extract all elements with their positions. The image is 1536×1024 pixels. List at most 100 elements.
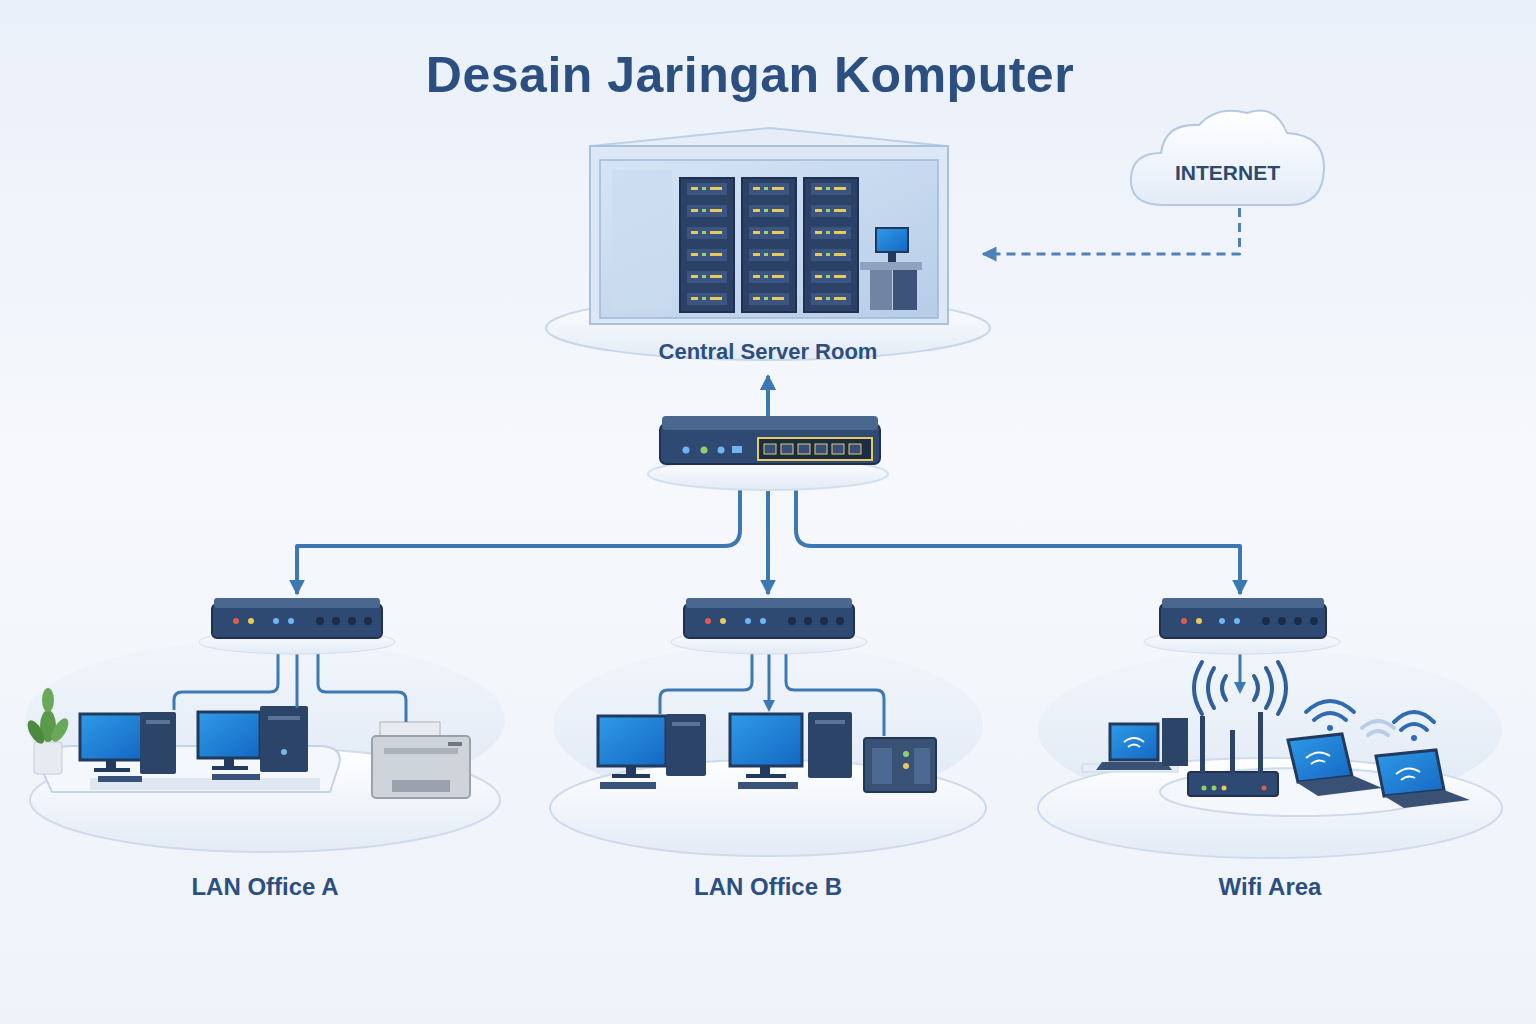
switch-part: [1262, 617, 1270, 625]
switch-part: [1294, 617, 1302, 625]
wifi-signal-part: [1278, 662, 1286, 714]
switch-part: [686, 598, 852, 608]
switch-part: [804, 617, 812, 625]
switch-part: [1219, 618, 1225, 624]
cloud-outline: [1131, 111, 1324, 206]
workstation-part: [666, 714, 706, 776]
cloud-node: INTERNET: [1125, 103, 1330, 208]
wifi-signal-part: [1254, 676, 1258, 700]
node-label: LAN Office A: [20, 873, 510, 901]
core-switch-part: [832, 444, 844, 454]
laptop: [1376, 750, 1470, 808]
office-node: LAN Office B: [548, 594, 988, 904]
wifi-signal-part: [1208, 668, 1214, 708]
server-room-building-part: [742, 178, 796, 312]
printer: [372, 722, 470, 798]
core-switch-part: [718, 447, 725, 454]
core-switch-part: [701, 447, 708, 454]
workstation: [80, 712, 176, 782]
switch: [671, 598, 867, 654]
wifi-area-illustration: [1038, 640, 1502, 858]
server-room-building-part: [804, 178, 858, 312]
laptop-part: [1296, 776, 1382, 796]
wifi-symbol: [1306, 701, 1354, 731]
storage-box-part: [914, 748, 930, 784]
laptop-part: [1110, 724, 1158, 760]
cloud-shape: [1125, 103, 1330, 208]
workstation-part: [815, 720, 845, 724]
printer-part: [372, 736, 470, 798]
laptop-part: [1376, 750, 1444, 796]
laptop-part: [1306, 752, 1330, 764]
wifi-router-part: [1258, 712, 1263, 774]
switch-part: [288, 618, 294, 624]
wifi-router-part: [1262, 786, 1267, 791]
laptop-part: [1162, 718, 1188, 766]
switch-part: [214, 598, 380, 608]
laptop-part: [1124, 738, 1144, 747]
wifi-symbol: [1394, 712, 1434, 741]
switch-part: [1162, 598, 1324, 608]
wifi-router-part: [1230, 730, 1235, 774]
wifi-router-part: [1202, 786, 1207, 791]
switch-part: [684, 604, 854, 638]
workstation-part: [730, 714, 802, 766]
wifi-router-part: [1222, 786, 1227, 791]
core-switch-part: [660, 424, 880, 464]
network-link: [297, 376, 768, 594]
workstation-part: [808, 712, 852, 778]
core-switch-part: [849, 444, 861, 454]
switch-part: [1160, 604, 1326, 638]
server-room-building-part: [742, 178, 796, 312]
workstation: [730, 712, 852, 789]
laptop: [1096, 718, 1188, 770]
switch-part: [248, 618, 254, 624]
wifi-router-part: [1188, 772, 1278, 796]
plant-part: [24, 718, 47, 747]
core-switch-part: [815, 444, 827, 454]
core-switch-part: [662, 416, 878, 430]
wifi-signal-part: [1266, 668, 1272, 708]
switch-part: [720, 618, 726, 624]
workstation: [598, 714, 706, 789]
wifi-signal-part: [1194, 662, 1202, 714]
printer-part: [392, 780, 450, 792]
workstation-part: [600, 782, 656, 789]
switch-part: [820, 617, 828, 625]
workstation-part: [260, 706, 308, 772]
plant-part: [34, 742, 62, 774]
switch-part: [1181, 618, 1187, 624]
server-room-building-part: [680, 178, 734, 312]
storage-box-part: [903, 751, 909, 757]
laptop: [1288, 734, 1382, 796]
laptop-part: [1396, 768, 1420, 780]
office-a-illustration-part: [25, 640, 505, 800]
workstation-part: [80, 714, 142, 760]
workstation-part: [672, 722, 700, 726]
node-label: INTERNET: [1125, 161, 1330, 185]
switch-part: [1234, 618, 1240, 624]
plant: [24, 688, 71, 774]
switch-part: [233, 618, 239, 624]
wifi-router-part: [1212, 786, 1217, 791]
server-room-building-part: [592, 128, 946, 146]
core-switch-part: [732, 446, 742, 453]
workstation-part: [94, 768, 130, 772]
wifi-symbol-part: [1306, 701, 1354, 712]
wifi-symbol-part: [1401, 724, 1427, 730]
wifi-symbol-part: [1327, 725, 1333, 731]
server-room-building-part: [876, 228, 908, 252]
workstation-part: [140, 712, 176, 774]
office-node: LAN Office A: [20, 594, 510, 904]
server-room-building-part: [888, 252, 896, 262]
plant-part: [48, 716, 71, 745]
core-switch-part: [764, 444, 776, 454]
server-room-building-part: [860, 262, 922, 270]
storage-box-part: [903, 763, 909, 769]
plant-part: [42, 688, 54, 712]
switch: [199, 598, 395, 654]
switch-part: [1196, 618, 1202, 624]
server-room-building-part: [590, 146, 948, 324]
core-switch-part: [683, 447, 690, 454]
